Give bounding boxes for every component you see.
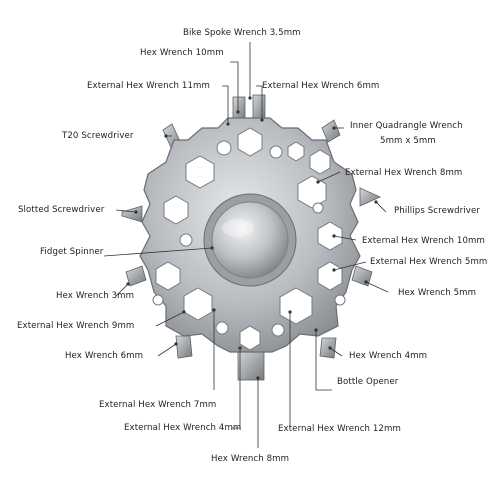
label-ext-hex-wrench-6mm: External Hex Wrench 6mm: [262, 81, 380, 91]
round-hole-2: [269, 145, 283, 159]
round-hole-3: [179, 233, 193, 247]
label-ext-hex-wrench-8mm: External Hex Wrench 8mm: [345, 168, 463, 178]
label-hex-wrench-5mm: Hex Wrench 5mm: [398, 288, 477, 298]
label-bottle-opener: Bottle Opener: [337, 377, 399, 387]
label-ext-hex-wrench-10mm: External Hex Wrench 10mm: [362, 236, 485, 246]
hex-hole-10mm-ext: [317, 221, 343, 251]
label-t20-screwdriver: T20 Screwdriver: [62, 131, 134, 141]
hex-bit-top-left: [232, 96, 246, 120]
leader-dots: [126, 96, 378, 380]
label-hex-wrench-8mm: Hex Wrench 8mm: [211, 454, 290, 464]
label-fidget-spinner: Fidget Spinner: [40, 247, 104, 257]
round-hole-5: [215, 321, 229, 335]
round-hole-7: [334, 294, 346, 306]
round-hole-8: [152, 294, 164, 306]
hex-bit-top-right: [252, 94, 266, 120]
label-hex-wrench-4mm: Hex Wrench 4mm: [349, 351, 428, 361]
hex-hole-10mm: [237, 127, 263, 157]
label-ext-hex-wrench-4mm: External Hex Wrench 4mm: [124, 423, 242, 433]
wrench-holes: [152, 127, 346, 351]
hex-hole-9mm: [183, 287, 213, 321]
label-phillips-screwdriver: Phillips Screwdriver: [394, 206, 480, 216]
hex-bit-bottom-right: [319, 337, 337, 359]
fidget-spinner-hub: [203, 193, 297, 287]
hex-hole-4mm: [239, 325, 261, 351]
label-bike-spoke-wrench: Bike Spoke Wrench 3.5mm: [183, 28, 301, 38]
hex-hole-8mm: [297, 175, 327, 209]
label-ext-hex-wrench-12mm: External Hex Wrench 12mm: [278, 424, 401, 434]
hex-hole-6mm: [287, 141, 305, 162]
leader-lines: [103, 42, 389, 448]
label-ext-hex-wrench-5mm: External Hex Wrench 5mm: [370, 257, 488, 267]
hex-bit-bottom: [237, 351, 265, 381]
round-hole-4: [312, 202, 324, 214]
label-hex-wrench-6mm: Hex Wrench 6mm: [65, 351, 144, 361]
label-slotted-screwdriver: Slotted Screwdriver: [18, 205, 105, 215]
label-inner-quadrangle-wrench: Inner Quadrangle Wrench: [350, 121, 463, 131]
slotted-bit: [121, 205, 143, 223]
protruding-bits: [121, 94, 381, 381]
hex-hole-11mm: [185, 155, 215, 189]
hex-bit-left: [125, 265, 147, 287]
label-hex-wrench-10mm: Hex Wrench 10mm: [140, 48, 224, 58]
hex-hole-5mm: [317, 261, 343, 291]
label-ext-hex-wrench-7mm: External Hex Wrench 7mm: [99, 400, 217, 410]
round-hole-1: [216, 140, 232, 156]
hex-hole-left-upper: [163, 195, 189, 225]
round-hole-6: [271, 323, 285, 337]
hex-hole-3mm: [155, 261, 181, 291]
hex-bit-upper-right: [321, 119, 341, 143]
hex-hole-quad: [309, 149, 331, 175]
label-ext-hex-wrench-9mm: External Hex Wrench 9mm: [17, 321, 135, 331]
label-inner-quadrangle-size: 5mm x 5mm: [380, 136, 436, 146]
label-hex-wrench-3mm: Hex Wrench 3mm: [56, 291, 135, 301]
phillips-bit: [359, 187, 381, 207]
hex-hole-12mm: [279, 287, 313, 325]
hex-bit-bottom-left: [175, 335, 193, 359]
label-ext-hex-wrench-11mm: External Hex Wrench 11mm: [87, 81, 210, 91]
